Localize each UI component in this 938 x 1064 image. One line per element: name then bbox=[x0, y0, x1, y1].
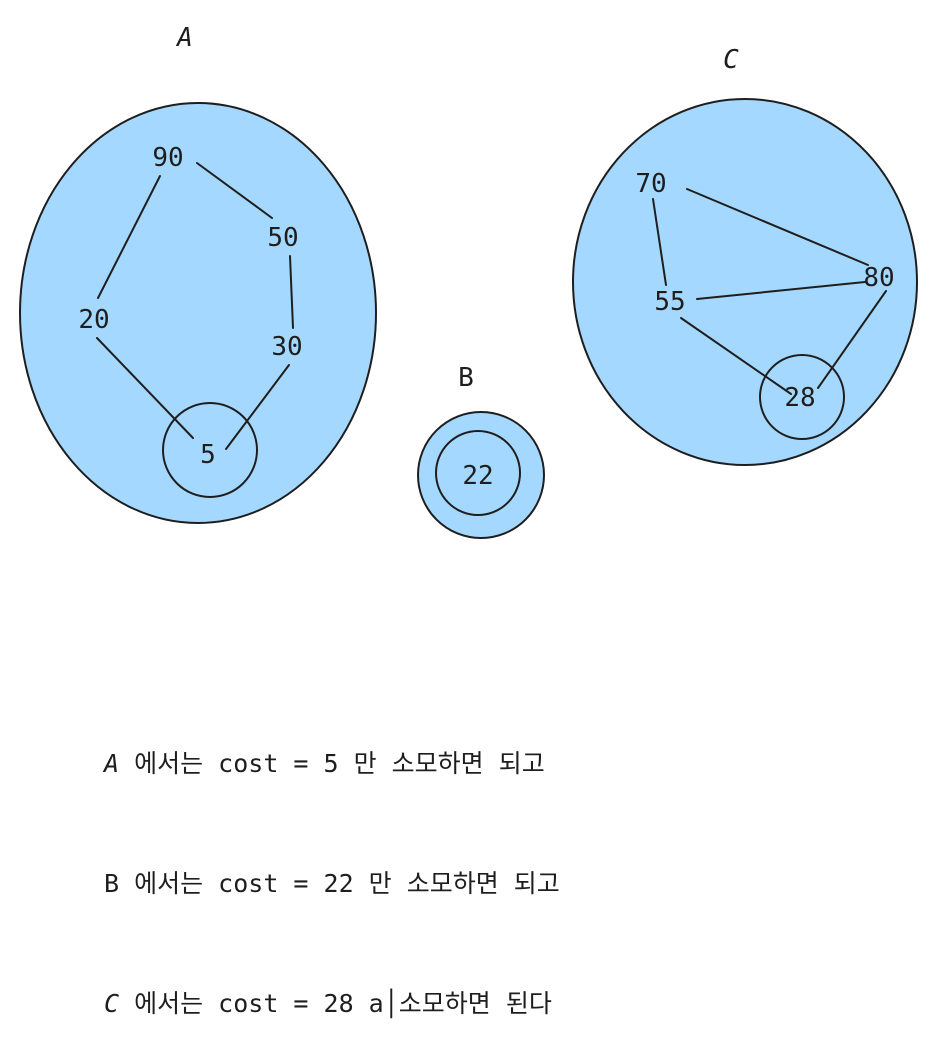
group-a: 90 50 20 30 5 A bbox=[19, 23, 377, 524]
group-a-title: A bbox=[175, 23, 193, 53]
node-c-28: 28 bbox=[784, 383, 815, 413]
group-c: 70 80 55 28 C bbox=[572, 45, 918, 466]
node-c-70: 70 bbox=[635, 169, 666, 199]
edge-c-70-80 bbox=[686, 188, 869, 266]
cost-note-a-group: A bbox=[104, 749, 120, 778]
group-c-root-ring bbox=[759, 354, 845, 440]
group-a-region bbox=[19, 102, 377, 524]
cost-note-c-group: C bbox=[104, 989, 120, 1018]
group-c-title: C bbox=[723, 45, 739, 75]
node-a-90: 90 bbox=[152, 143, 183, 173]
edge-a-20-5 bbox=[96, 337, 194, 439]
group-b: 22 B bbox=[417, 363, 545, 539]
cost-note-b: B 에서는 cost = 22 만 소모하면 되고 bbox=[104, 864, 560, 904]
edge-c-55-80 bbox=[696, 281, 866, 300]
node-c-80: 80 bbox=[863, 263, 894, 293]
node-b-22: 22 bbox=[462, 461, 493, 491]
cost-notes: A 에서는 cost = 5 만 소모하면 되고 B 에서는 cost = 22… bbox=[104, 664, 560, 1064]
edge-a-90-50 bbox=[196, 162, 273, 219]
edge-c-70-55 bbox=[652, 198, 667, 286]
cost-note-b-group: B bbox=[104, 869, 120, 898]
cost-note-c-text: 에서는 cost = 28 a│소모하면 된다 bbox=[119, 989, 552, 1018]
group-b-root-ring bbox=[435, 430, 521, 516]
group-a-root-ring bbox=[162, 402, 258, 498]
edge-a-30-5 bbox=[225, 364, 290, 450]
cost-note-c: C 에서는 cost = 28 a│소모하면 된다 bbox=[104, 984, 560, 1024]
cost-note-a: A 에서는 cost = 5 만 소모하면 되고 bbox=[104, 744, 560, 784]
edge-a-50-30 bbox=[289, 255, 294, 329]
edge-a-90-20 bbox=[97, 175, 161, 299]
node-a-20: 20 bbox=[78, 305, 109, 335]
union-find-diagram: 90 50 20 30 5 A 22 B 70 80 55 28 C bbox=[19, 23, 918, 539]
node-c-55: 55 bbox=[654, 287, 685, 317]
edge-c-80-28 bbox=[817, 290, 887, 389]
group-c-region bbox=[572, 98, 918, 466]
node-a-30: 30 bbox=[271, 332, 302, 362]
edge-c-55-28 bbox=[680, 317, 792, 395]
group-b-title: B bbox=[458, 363, 474, 393]
cost-note-b-text: 에서는 cost = 22 만 소모하면 되고 bbox=[119, 869, 560, 898]
node-a-50: 50 bbox=[267, 223, 298, 253]
node-a-5: 5 bbox=[200, 440, 216, 470]
cost-note-a-text: 에서는 cost = 5 만 소모하면 되고 bbox=[119, 749, 545, 778]
